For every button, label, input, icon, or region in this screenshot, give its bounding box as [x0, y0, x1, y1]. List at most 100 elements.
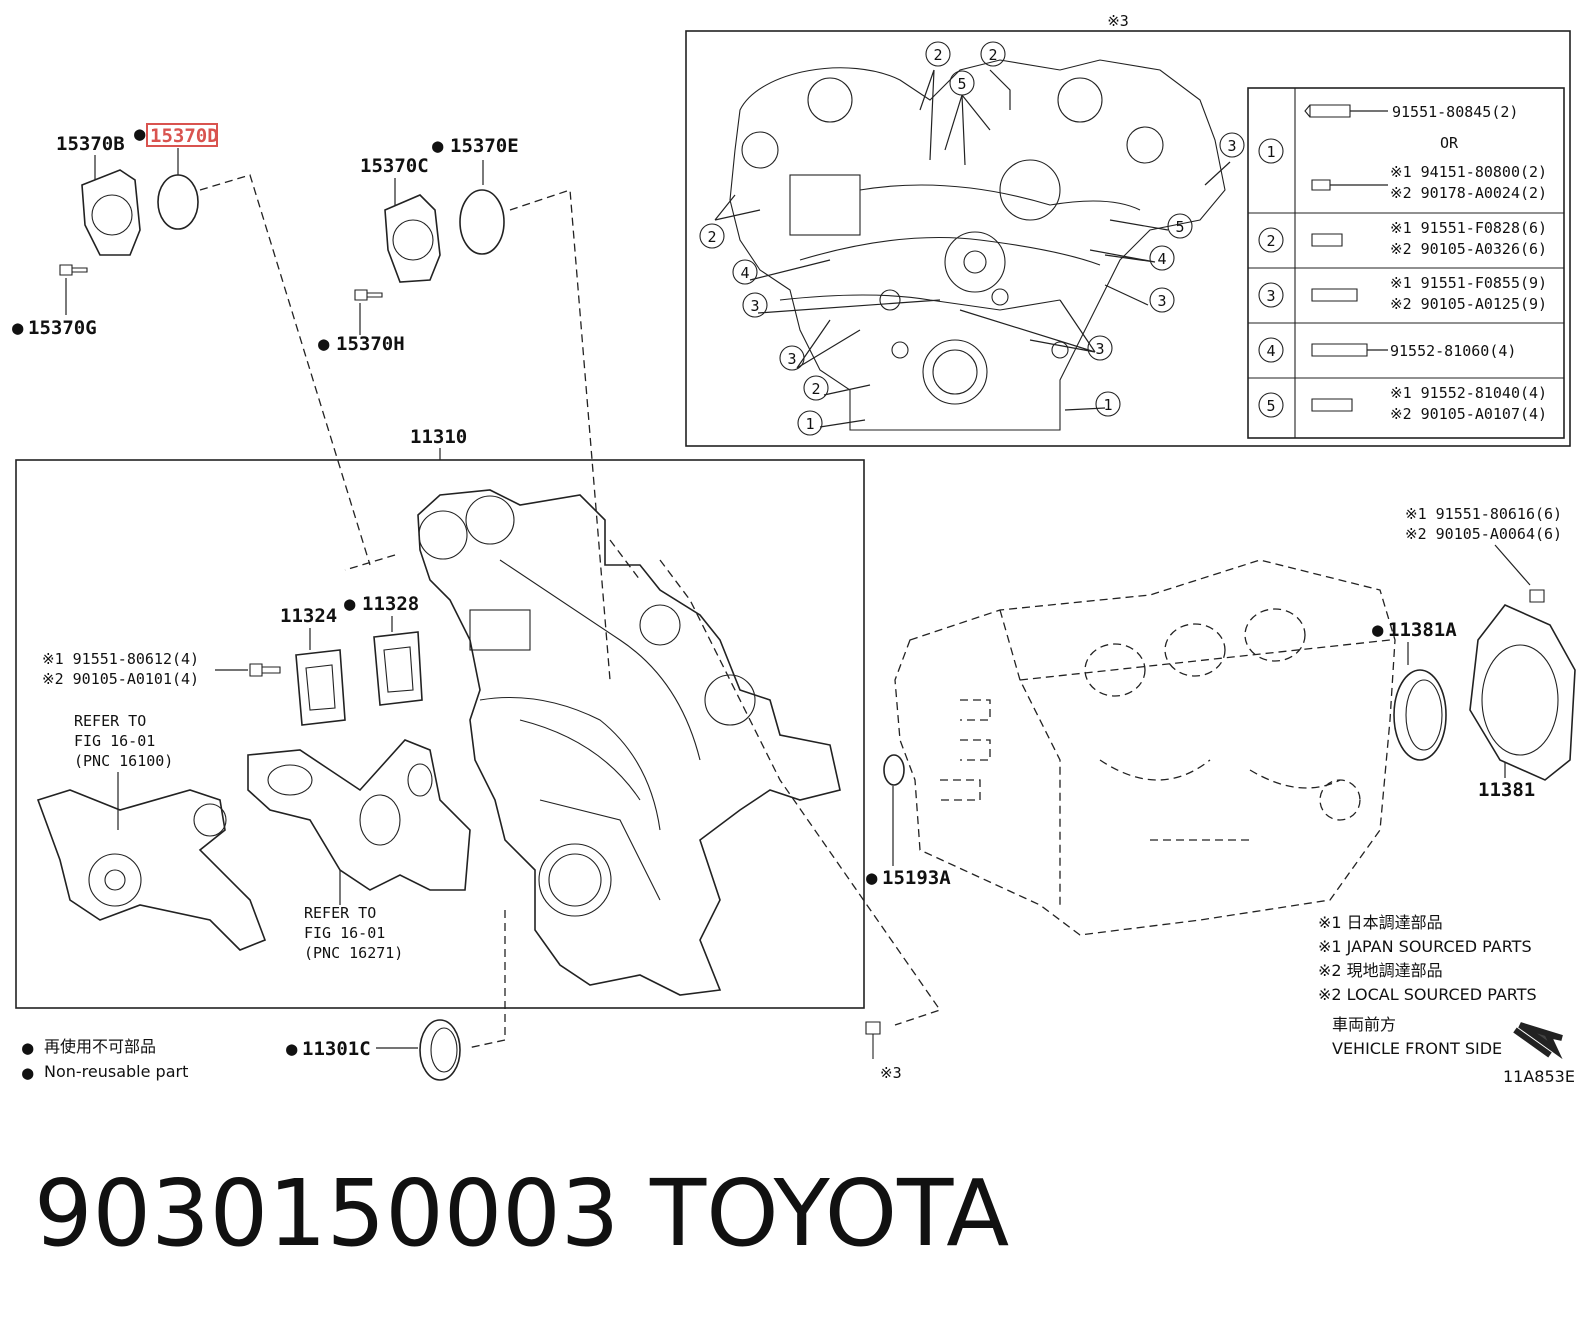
svg-text:4: 4	[740, 264, 749, 282]
svg-text:※1 91551-F0855(9): ※1 91551-F0855(9)	[1390, 274, 1547, 292]
housing-15370B	[81, 169, 141, 256]
svg-text:※1 日本調達部品: ※1 日本調達部品	[1318, 913, 1443, 932]
svg-text:1: 1	[805, 415, 814, 433]
svg-text:※2 90178-A0024(2): ※2 90178-A0024(2)	[1390, 184, 1547, 202]
bolt-icon	[1529, 589, 1545, 603]
label-11324: 11324	[280, 605, 337, 627]
bolt-icon	[865, 1021, 881, 1059]
svg-text:(PNC 16100): (PNC 16100)	[74, 752, 173, 770]
svg-text:1: 1	[1103, 396, 1112, 414]
svg-text:4: 4	[1266, 342, 1275, 360]
caption: 9030150003 TOYOTA	[34, 1160, 1009, 1267]
cylinder-block: ● 15193A ● 11381A ※1 91551-80616(6) ※2 9…	[866, 505, 1576, 936]
timing-cover-11310	[417, 489, 841, 996]
label-11301C: 11301C	[302, 1038, 371, 1060]
svg-text:5: 5	[957, 75, 966, 93]
seal-11301C	[419, 1019, 461, 1081]
inset-bolt-layout: ※3	[685, 12, 1571, 447]
bolt-icon	[1311, 398, 1353, 412]
sourcing-notes: ※1 日本調達部品 ※1 JAPAN SOURCED PARTS ※2 現地調達…	[1318, 913, 1575, 1086]
bolt-table-row-3: 3 ※1 91551-F0855(9) ※2 90105-A0125(9)	[1258, 274, 1547, 313]
svg-text:(PNC 16271): (PNC 16271)	[304, 944, 403, 962]
svg-text:※1 JAPAN SOURCED PARTS: ※1 JAPAN SOURCED PARTS	[1318, 937, 1532, 956]
bolt-icon	[1304, 104, 1351, 118]
label-15370C: 15370C	[360, 155, 429, 177]
svg-text:●: ●	[286, 1038, 298, 1060]
oil-seal-11381A	[1393, 669, 1447, 761]
svg-text:●: ●	[866, 867, 878, 889]
bolt-15370G	[59, 264, 88, 276]
figure-code: 11A853E	[1503, 1067, 1575, 1086]
oring-15193A	[883, 754, 905, 786]
svg-text:91551-80845(2): 91551-80845(2)	[1392, 103, 1518, 121]
bolt-table-row-1: 1 91551-80845(2) OR ※1 94151-80800(2) ※2…	[1258, 103, 1547, 202]
bolt-icon	[1311, 179, 1331, 191]
svg-text:VEHICLE FRONT SIDE: VEHICLE FRONT SIDE	[1332, 1039, 1502, 1058]
label-11381: 11381	[1478, 779, 1535, 801]
part-15370B-group: 15370B ● 15370D ● 15370G	[12, 123, 371, 566]
svg-text:3: 3	[1095, 340, 1104, 358]
svg-text:●: ●	[432, 135, 444, 157]
label-15193A: 15193A	[882, 867, 951, 889]
svg-text:※2 90105-A0064(6): ※2 90105-A0064(6)	[1405, 525, 1562, 543]
svg-text:REFER TO: REFER TO	[304, 904, 376, 922]
svg-text:※1 94151-80800(2): ※1 94151-80800(2)	[1390, 163, 1547, 181]
label-11381A: 11381A	[1388, 619, 1457, 641]
legend: ● 再使用不可部品 ● Non-reusable part	[22, 1037, 188, 1084]
svg-text:車両前方: 車両前方	[1332, 1015, 1396, 1034]
svg-text:●: ●	[134, 123, 146, 145]
retainer-11381	[1469, 604, 1576, 781]
svg-text:※2 90105-A0326(6): ※2 90105-A0326(6)	[1390, 240, 1547, 258]
svg-text:FIG 16-01: FIG 16-01	[74, 732, 155, 750]
refer-note-16271: REFER TO FIG 16-01 (PNC 16271)	[304, 904, 403, 962]
inset-engine-outline	[729, 59, 1226, 431]
svg-text:4: 4	[1157, 250, 1166, 268]
highlight-box-15370D	[146, 123, 218, 147]
svg-text:3: 3	[1227, 137, 1236, 155]
bolt-icon	[1311, 288, 1358, 302]
inset-circle-markers: 2 2 5 3 2 5 4 4 3 3 3 3 2 1 1	[699, 41, 1245, 436]
gasket-11328	[373, 631, 423, 706]
label-15370H: 15370H	[336, 333, 405, 355]
svg-text:●: ●	[318, 333, 330, 355]
svg-text:※2 90105-A0101(4): ※2 90105-A0101(4)	[42, 670, 199, 688]
label-15370E: 15370E	[450, 135, 519, 157]
svg-text:Non-reusable part: Non-reusable part	[44, 1062, 188, 1081]
gasket-11324	[295, 649, 346, 726]
label-15370D: 15370D	[150, 125, 219, 147]
svg-text:FIG 16-01: FIG 16-01	[304, 924, 385, 942]
refer-note-16100: REFER TO FIG 16-01 (PNC 16100)	[74, 712, 173, 770]
label-11310: 11310	[410, 426, 467, 448]
caption-part-number: 9030150003	[34, 1160, 619, 1267]
inset-leaders	[714, 69, 1231, 428]
svg-text:●: ●	[22, 1037, 34, 1059]
svg-text:OR: OR	[1440, 134, 1459, 152]
svg-text:3: 3	[1157, 292, 1166, 310]
label-15370G: 15370G	[28, 317, 97, 339]
svg-text:2: 2	[811, 380, 820, 398]
svg-text:5: 5	[1266, 397, 1275, 415]
svg-text:※2 90105-A0125(9): ※2 90105-A0125(9)	[1390, 295, 1547, 313]
bolt-icon	[1311, 233, 1343, 247]
svg-text:91552-81060(4): 91552-81060(4)	[1390, 342, 1516, 360]
inset-title: ※3	[1107, 12, 1129, 30]
water-pump-gasket	[247, 739, 471, 891]
svg-text:再使用不可部品: 再使用不可部品	[44, 1037, 156, 1056]
part-15370C-group: 15370C ● 15370E ● 15370H	[318, 135, 611, 681]
inset-frame	[685, 30, 1571, 447]
svg-text:※1 91551-80612(4): ※1 91551-80612(4)	[42, 650, 199, 668]
bolt-table: 1 91551-80845(2) OR ※1 94151-80800(2) ※2…	[1247, 87, 1565, 439]
svg-text:●: ●	[12, 317, 24, 339]
bolt-table-row-2: 2 ※1 91551-F0828(6) ※2 90105-A0326(6)	[1258, 219, 1547, 258]
svg-text:●: ●	[1372, 619, 1384, 641]
bolt-ref-3: ※3	[865, 1021, 902, 1082]
label-15370B: 15370B	[56, 133, 125, 155]
bolt-15370H	[354, 289, 383, 301]
svg-text:※1 91551-F0828(6): ※1 91551-F0828(6)	[1390, 219, 1547, 237]
part-11301C-group: ● 11301C	[286, 1019, 461, 1081]
svg-text:2: 2	[1266, 232, 1275, 250]
front-arrow-icon	[1513, 1022, 1563, 1060]
oring-15370E	[459, 189, 505, 255]
